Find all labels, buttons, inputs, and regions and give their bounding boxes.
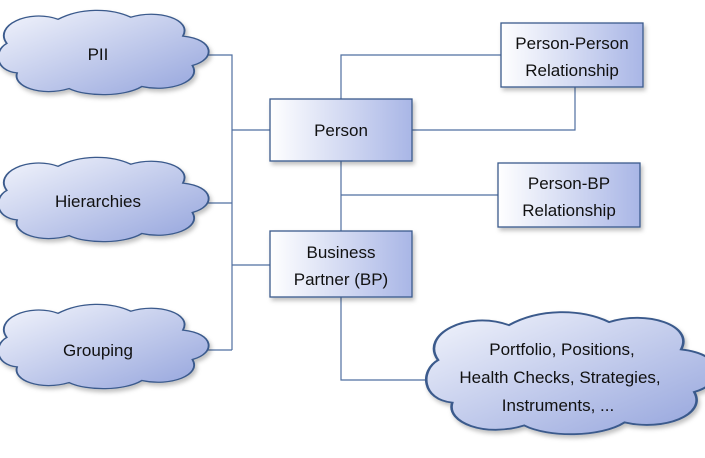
box-business-partner-line2: Partner (BP)	[294, 270, 388, 289]
box-person-label: Person	[314, 121, 368, 140]
connector-person-person-back	[412, 87, 576, 131]
box-business-partner-rect	[269, 230, 413, 298]
cloud-portfolio-line2: Health Checks, Strategies,	[459, 368, 660, 387]
box-person-person-line1: Person-Person	[515, 34, 628, 53]
box-person-person-line2: Relationship	[525, 61, 619, 80]
box-person-bp-line2: Relationship	[522, 201, 616, 220]
cloud-portfolio-line3: Instruments, ...	[502, 396, 614, 415]
box-person-person-rect	[500, 22, 644, 88]
box-person-rect	[269, 98, 413, 162]
box-business-partner: Business Partner (BP)	[269, 230, 413, 298]
cloud-hierarchies-label: Hierarchies	[55, 192, 141, 211]
cloud-pii-label: PII	[88, 45, 109, 64]
connector-portfolio	[340, 297, 442, 381]
connector-person-person	[340, 54, 501, 99]
box-business-partner-line1: Business	[307, 243, 376, 262]
cloud-grouping-label: Grouping	[63, 341, 133, 360]
cloud-portfolio-line1: Portfolio, Positions,	[489, 340, 635, 359]
box-person-bp: Person-BP Relationship	[497, 162, 641, 228]
connector-lines	[191, 54, 576, 381]
box-person-bp-line1: Person-BP	[528, 174, 610, 193]
box-person: Person	[269, 98, 413, 162]
box-person-bp-rect	[497, 162, 641, 228]
box-person-person: Person-Person Relationship	[500, 22, 644, 88]
